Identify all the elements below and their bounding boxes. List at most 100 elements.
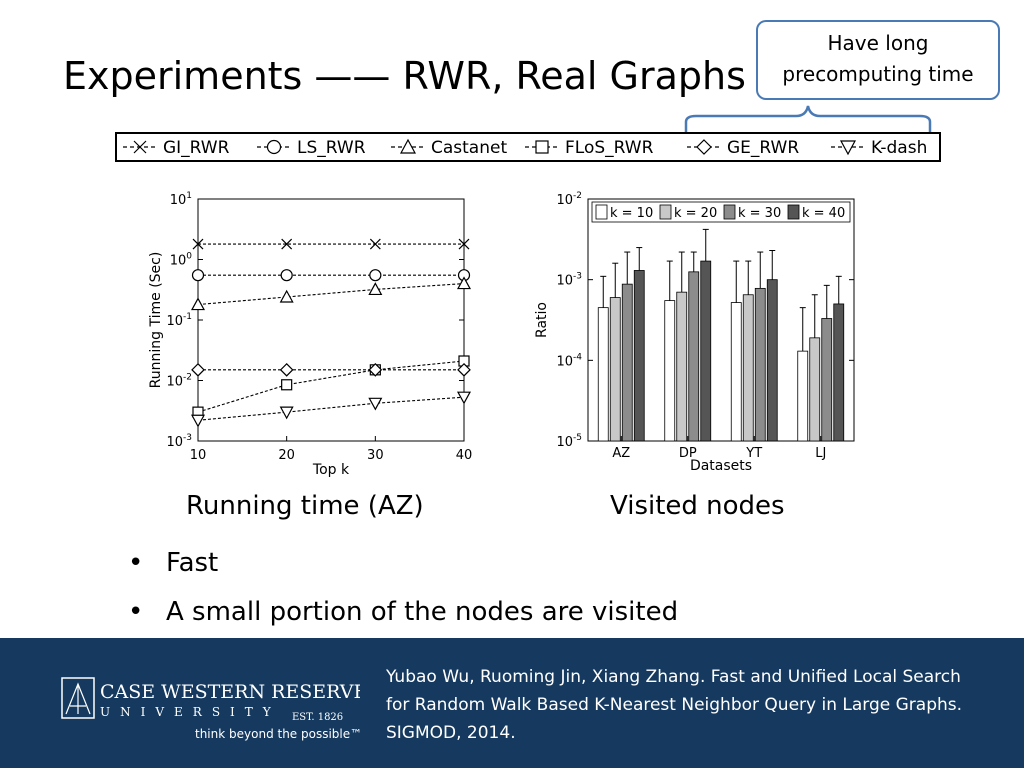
data-point [456,276,472,290]
data-point [369,269,382,282]
data-point-shape [456,276,472,290]
callout-box: Have long precomputing time [756,20,1000,100]
x-tick-label: 30 [367,448,384,463]
data-point [192,238,204,250]
data-point-shape [280,269,293,282]
legend-label: GE_RWR [727,138,799,158]
bar-legend-swatch [723,204,736,220]
data-point-shape [369,238,381,250]
data-point [457,362,471,377]
citation-line: SIGMOD, 2014. [386,723,516,743]
data-point [279,289,294,303]
legend-label: LS_RWR [297,138,366,158]
series-line [197,283,465,306]
data-point [279,406,294,420]
bar-legend-swatch [659,204,672,220]
y-tick-label: 10-2 [166,373,192,390]
bar-legend-frame [591,201,851,223]
x-tick-label: 10 [190,448,207,463]
y-tick-label: 10-3 [556,272,582,289]
logo-est: EST. 1826 [292,712,343,723]
bar-legend-label: k = 10 [610,206,653,221]
data-point [191,362,205,377]
x-axis-label: Top k [312,462,350,478]
data-point [281,238,293,250]
bar-legend-label: k = 30 [738,206,781,221]
x-tick-label: AZ [612,446,630,461]
bar [676,291,688,442]
caption-visited-nodes: Visited nodes [610,491,785,521]
legend-marker-triangle-up-icon-shape [399,138,417,154]
bar [633,270,645,442]
y-tick-label: 10-3 [166,433,192,450]
y-tick-label: 10-1 [166,312,192,329]
data-point-shape [191,269,205,282]
bar [797,350,809,442]
legend-label: Castanet [431,138,507,158]
y-tick-label: 101 [170,191,192,208]
data-point-shape [281,238,293,250]
legend-marker-circle-icon-shape [266,139,282,155]
data-point-shape [192,238,204,250]
bar [766,279,778,442]
plot-frame [197,198,465,442]
x-tick-label: YT [745,446,762,461]
legend-marker-triangle-down-icon-shape [839,140,857,156]
data-point [190,297,206,311]
bar [621,283,633,442]
legend-marker-square-icon [535,140,549,154]
legend-label: FLoS_RWR [565,138,654,158]
callout-line-2: precomputing time [782,62,974,86]
callout-line-1: Have long [827,31,929,55]
y-axis-label: Ratio [534,302,550,338]
legend-marker-x-icon [133,140,147,154]
y-tick-label: 10-5 [556,433,582,450]
x-tick-label: LJ [815,446,826,461]
bar-legend-label: k = 20 [674,206,717,221]
bar [609,297,621,442]
callout-brace [684,105,932,134]
bar [821,318,833,442]
bar [700,260,712,442]
bar-legend-swatch [595,204,608,220]
y-tick-label: 10-4 [556,352,582,369]
data-point-shape [368,362,383,377]
logo-name: CASE WESTERN RESERVE [100,681,360,703]
bar [754,287,766,442]
data-point-shape [279,406,294,420]
data-point [369,238,381,250]
data-point-shape [281,379,293,391]
citation-line: for Random Walk Based K-Nearest Neighbor… [386,695,963,715]
x-tick-label: DP [679,446,697,461]
data-point [456,391,472,405]
data-point [458,238,470,250]
data-point-shape [279,362,294,377]
data-point [279,362,294,377]
data-point [368,397,383,411]
data-point [190,414,206,428]
bar-legend-label: k = 40 [802,206,845,221]
bullet-dot: • [128,597,144,627]
bar [833,303,845,442]
data-point [281,379,293,391]
data-point-shape [458,238,470,250]
series-line [197,360,465,413]
series-line [197,396,465,421]
citation-line: Yubao Wu, Ruoming Jin, Xiang Zhang. Fast… [386,667,961,687]
data-point [191,269,205,282]
legend-marker-x-icon-shape [133,140,147,154]
data-point-shape [191,362,205,377]
caption-running-time: Running time (AZ) [186,491,424,521]
bullet-dot: • [128,548,144,578]
legend-marker-triangle-down-icon [839,140,857,156]
logo-tagline: think beyond the possible™ [195,727,360,741]
legend-marker-diamond-icon [696,139,712,155]
bar-legend: k = 10 k = 20 k = 30 k = 40 [591,201,851,223]
logo-sub: UNIVERSITY [100,705,281,719]
legend-marker-square-icon-shape [535,140,549,154]
data-point-shape [456,391,472,405]
bar [664,300,676,442]
y-tick-label: 10-2 [556,191,582,208]
